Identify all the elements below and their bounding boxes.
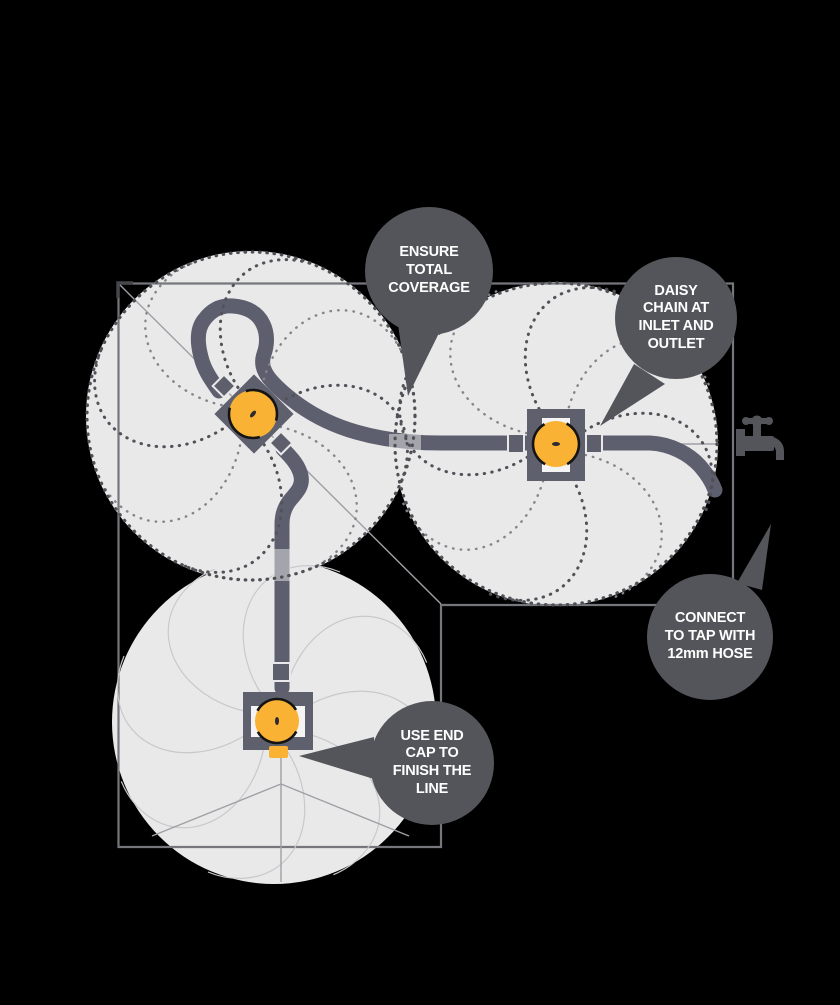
sprinkler-1: [211, 373, 294, 456]
callout-tails: [299, 324, 771, 779]
callout-tail-daisy: [600, 364, 665, 426]
callout-text: ENSURE TOTAL COVERAGE: [388, 244, 470, 296]
inlet-fitting: [507, 433, 525, 454]
hose-main-line: [190, 298, 723, 498]
callout-connect-tap: CONNECT TO TAP WITH 12mm HOSE: [647, 574, 773, 700]
spray-direction-lines-3: [151, 757, 410, 882]
callout-text: USE END CAP TO FINISH THE LINE: [392, 727, 472, 797]
end-cap: [269, 746, 288, 758]
inlet-fitting: [211, 373, 237, 399]
hose-overlap-highlight: [272, 549, 291, 581]
callout-text: CONNECT TO TAP WITH 12mm HOSE: [664, 610, 756, 662]
spray-pattern-1: [85, 250, 417, 582]
lawn-boundary: [116, 281, 735, 849]
tap-icon: [736, 415, 784, 460]
callout-ensure-coverage: ENSURE TOTAL COVERAGE: [365, 207, 493, 335]
boundary-corner-mark: [116, 281, 133, 298]
inlet-fitting: [271, 662, 291, 682]
callout-text: DAISY CHAIN AT INLET AND OUTLET: [638, 282, 714, 352]
callout-use-end-cap: USE END CAP TO FINISH THE LINE: [370, 701, 494, 825]
callout-daisy-chain: DAISY CHAIN AT INLET AND OUTLET: [615, 257, 737, 379]
hose-lines: [190, 298, 723, 696]
callout-tail-ensure: [398, 324, 440, 396]
sprinkler-2: [507, 409, 603, 481]
outlet-fitting: [268, 430, 294, 456]
hose-end-line: [274, 441, 309, 696]
spray-pattern-2: [393, 281, 719, 607]
outlet-fitting: [585, 433, 603, 454]
sprinkler-3: [243, 662, 313, 758]
callout-tail-endcap: [299, 737, 374, 779]
callout-tail-connect: [737, 524, 771, 590]
